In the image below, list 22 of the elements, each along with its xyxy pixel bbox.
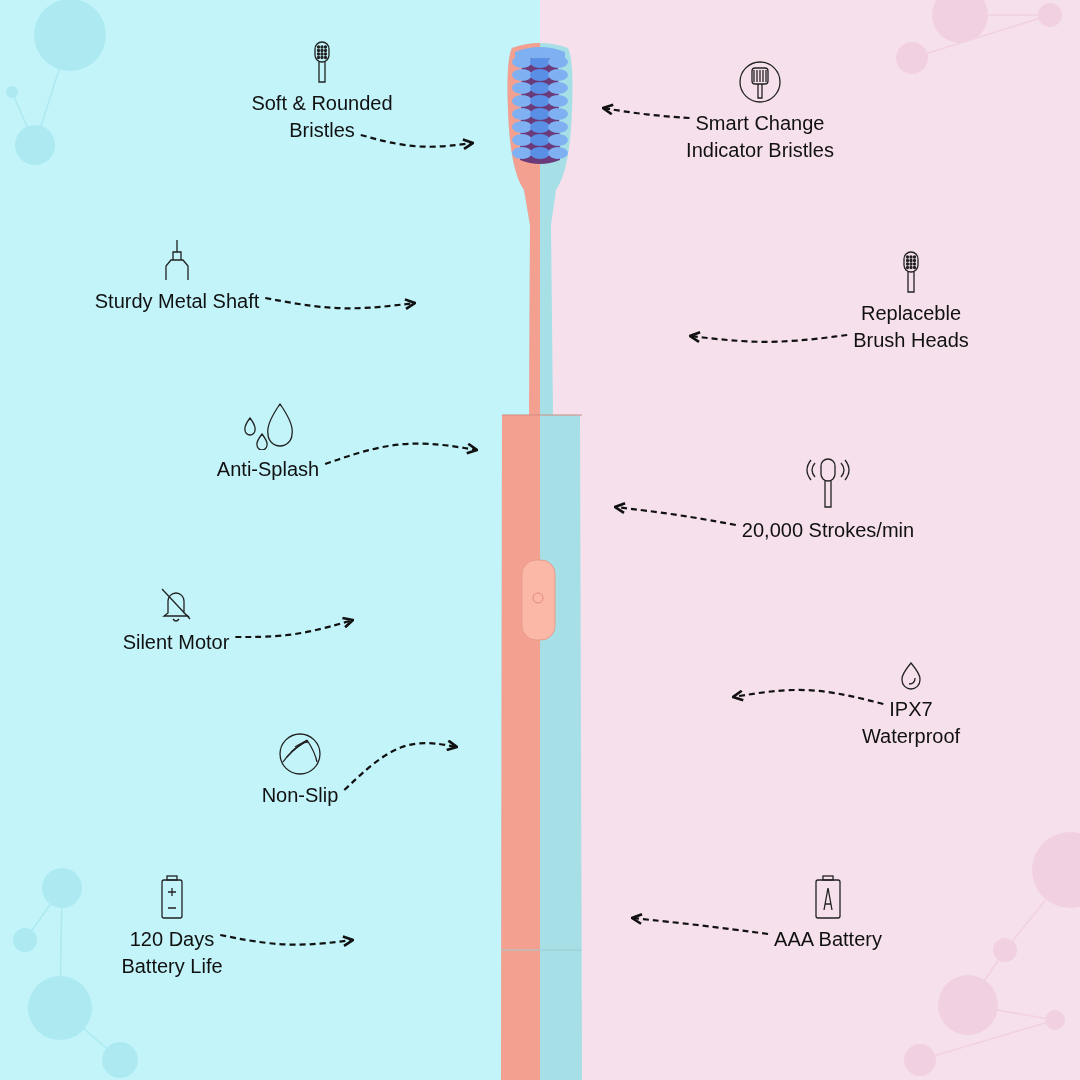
feature-label: AAA Battery: [774, 927, 882, 952]
feature-label: Sturdy Metal Shaft: [94, 289, 260, 314]
leader-arrow: [324, 442, 479, 466]
leader-arrow: [235, 616, 355, 639]
leader-arrow: [265, 296, 417, 311]
leader-arrow: [630, 912, 769, 936]
leader-arrow: [360, 133, 475, 151]
leader-arrow: [731, 688, 884, 706]
leader-arrow: [688, 331, 848, 344]
feature-label: 120 Days Battery Life: [120, 927, 224, 979]
feature-label: Silent Motor: [122, 630, 230, 655]
feature-label: Non-Slip: [261, 783, 339, 808]
feature-label: Anti-Splash: [216, 457, 320, 482]
feature-label: Soft & Rounded Bristles: [250, 91, 394, 143]
feature-label: IPX7 Waterproof: [860, 697, 962, 749]
leader-arrow: [343, 739, 459, 791]
feature-label: 20,000 Strokes/min: [741, 518, 915, 543]
leader-arrow: [613, 502, 737, 527]
leader-arrow: [601, 103, 690, 120]
leader-arrow: [220, 933, 355, 948]
feature-label: Replaceble Brush Heads: [852, 301, 970, 353]
feature-label: Smart Change Indicator Bristles: [685, 111, 835, 163]
